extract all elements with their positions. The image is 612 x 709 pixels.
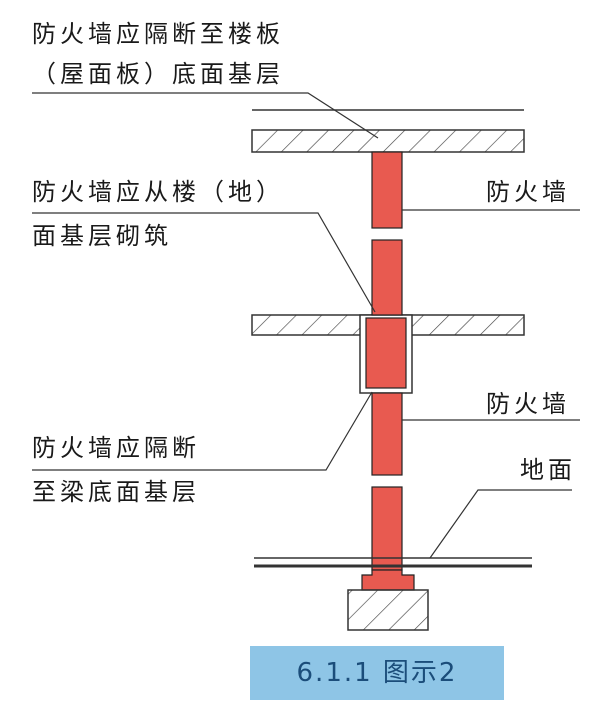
wall-label-lower: 防火墙: [486, 390, 570, 418]
leader-beam-note: [32, 391, 373, 471]
fire-wall-beam-section: [365, 317, 407, 389]
wall-label-upper: 防火墙: [486, 178, 570, 206]
leader-mid-note: [32, 212, 376, 313]
leader-lines: [32, 92, 580, 559]
beam-note-line2: 至梁底面基层: [32, 478, 200, 506]
mid-note-line1: 防火墙应从楼（地）: [32, 178, 284, 206]
leader-ground: [429, 489, 572, 559]
top-note-line2: （屋面板）底面基层: [32, 60, 284, 88]
foundation-block: [347, 589, 429, 631]
beam-note-line1: 防火墙应隔断: [32, 434, 200, 462]
fire-wall-lower: [361, 392, 415, 591]
mid-note-line2: 面基层砌筑: [32, 222, 172, 250]
figure-caption: 6.1.1 图示2: [250, 646, 504, 700]
leader-top-note: [32, 92, 379, 139]
top-floor-slab: [251, 109, 525, 153]
top-note-line1: 防火墙应隔断至楼板: [32, 20, 284, 48]
ground-line: [254, 557, 532, 568]
ground-label: 地面: [520, 456, 576, 484]
fire-wall-upper: [371, 151, 403, 316]
